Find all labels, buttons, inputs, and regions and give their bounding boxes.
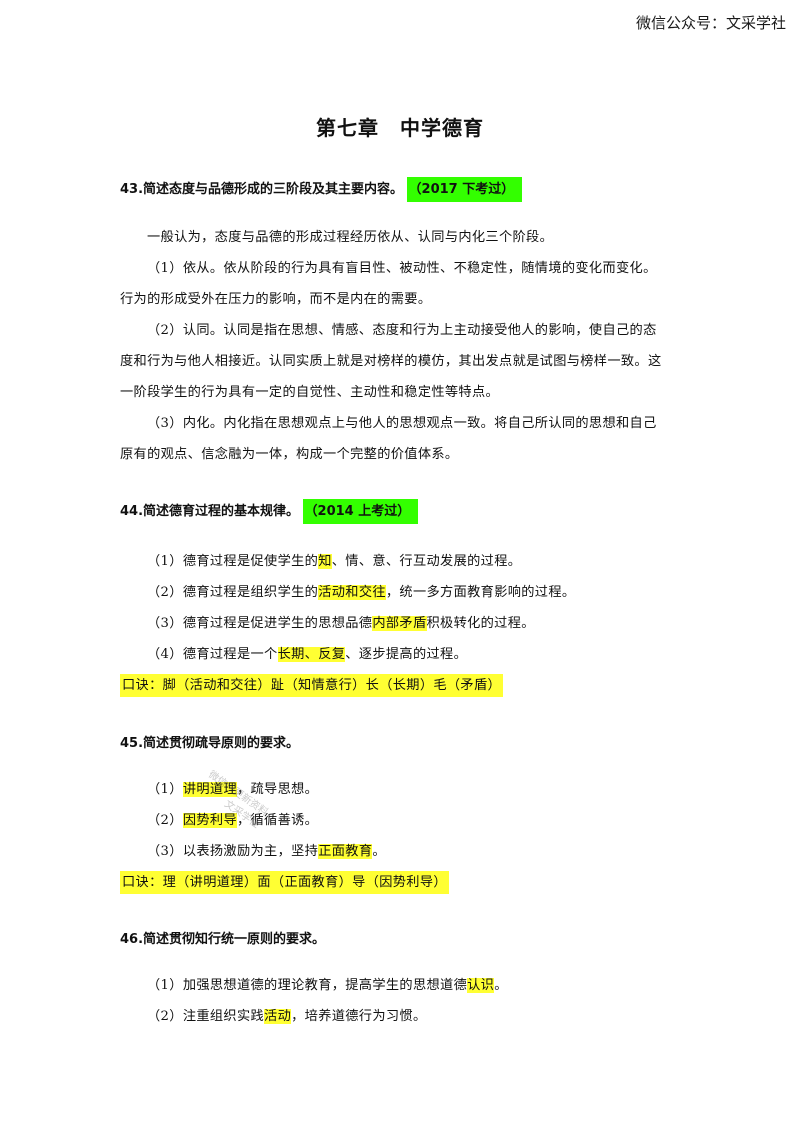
list-item: （3）以表扬激励为主，坚持正面教育。: [147, 844, 386, 859]
mnemonic: 口诀：脚（活动和交往）趾（知情意行）长（长期）毛（矛盾）: [120, 670, 575, 701]
question-44-body: （1）德育过程是促使学生的知、情、意、行互动发展的过程。 （2）德育过程是组织学…: [120, 546, 575, 701]
question-44-title: 44.简述德育过程的基本规律。（2014 上考过）: [120, 499, 419, 524]
list-item: （2）因势利导，循循善诱。: [147, 813, 319, 828]
highlight: 因势利导: [182, 813, 237, 828]
highlight: 活动: [264, 1009, 292, 1024]
highlight: 正面教育: [318, 844, 373, 859]
highlight: 内部矛盾: [372, 616, 427, 631]
question-43-text: 43.简述态度与品德形成的三阶段及其主要内容。: [120, 182, 404, 197]
question-45-body: （1）讲明道理，疏导思想。 （2）因势利导，循循善诱。 （3）以表扬激励为主，坚…: [120, 774, 449, 898]
list-item: （1）德育过程是促使学生的知、情、意、行互动发展的过程。: [147, 554, 522, 569]
paragraph: （2）认同。认同是指在思想、情感、态度和行为上主动接受他人的影响，使自己的态: [147, 323, 657, 338]
highlight: 知: [318, 554, 332, 569]
question-46-body: （1）加强思想道德的理论教育，提高学生的思想道德认识。 （2）注重组织实践活动，…: [120, 970, 508, 1032]
highlight: 讲明道理: [182, 782, 237, 797]
list-item: （1）讲明道理，疏导思想。: [147, 782, 319, 797]
highlight: 认识: [467, 978, 495, 993]
question-46-title: 46.简述贯彻知行统一原则的要求。: [120, 932, 326, 947]
paragraph: 一阶段学生的行为具有一定的自觉性、主动性和稳定性等特点。: [120, 385, 500, 400]
exam-year-badge: （2017 下考过）: [407, 177, 523, 202]
list-item: （2）德育过程是组织学生的活动和交往，统一多方面教育影响的过程。: [147, 585, 576, 600]
paragraph: 原有的观点、信念融为一体，构成一个完整的价值体系。: [120, 447, 459, 462]
mnemonic: 口诀：理（讲明道理）面（正面教育）导（因势利导）: [120, 867, 449, 898]
list-item: （2）注重组织实践活动，培养道德行为习惯。: [147, 1009, 427, 1024]
question-43-body: 一般认为，态度与品德的形成过程经历依从、认同与内化三个阶段。 （1）依从。依从阶…: [120, 222, 662, 470]
paragraph: 度和行为与他人相接近。认同实质上就是对榜样的模仿，其出发点就是试图与榜样一致。这: [120, 354, 662, 369]
highlight: 活动和交往: [318, 585, 386, 600]
question-45-title: 45.简述贯彻疏导原则的要求。: [120, 736, 300, 751]
list-item: （3）德育过程是促进学生的思想品德内部矛盾积极转化的过程。: [147, 616, 535, 631]
question-43-title: 43.简述态度与品德形成的三阶段及其主要内容。（2017 下考过）: [120, 177, 523, 202]
paragraph: （3）内化。内化指在思想观点上与他人的思想观点一致。将自己所认同的思想和自己: [147, 416, 657, 431]
paragraph: （1）依从。依从阶段的行为具有盲目性、被动性、不稳定性，随情境的变化而变化。: [147, 261, 657, 276]
paragraph: 行为的形成受外在压力的影响，而不是内在的需要。: [120, 292, 432, 307]
chapter-title: 第七章 中学德育: [316, 116, 484, 140]
exam-year-badge: （2014 上考过）: [303, 499, 419, 524]
source-label: 微信公众号：文采学社: [635, 14, 786, 32]
list-item: （1）加强思想道德的理论教育，提高学生的思想道德认识。: [147, 978, 508, 993]
highlight: 长期、反复: [277, 647, 346, 662]
paragraph: 一般认为，态度与品德的形成过程经历依从、认同与内化三个阶段。: [147, 230, 554, 245]
list-item: （4）德育过程是一个长期、反复、逐步提高的过程。: [147, 647, 468, 662]
question-44-text: 44.简述德育过程的基本规律。: [120, 504, 300, 519]
